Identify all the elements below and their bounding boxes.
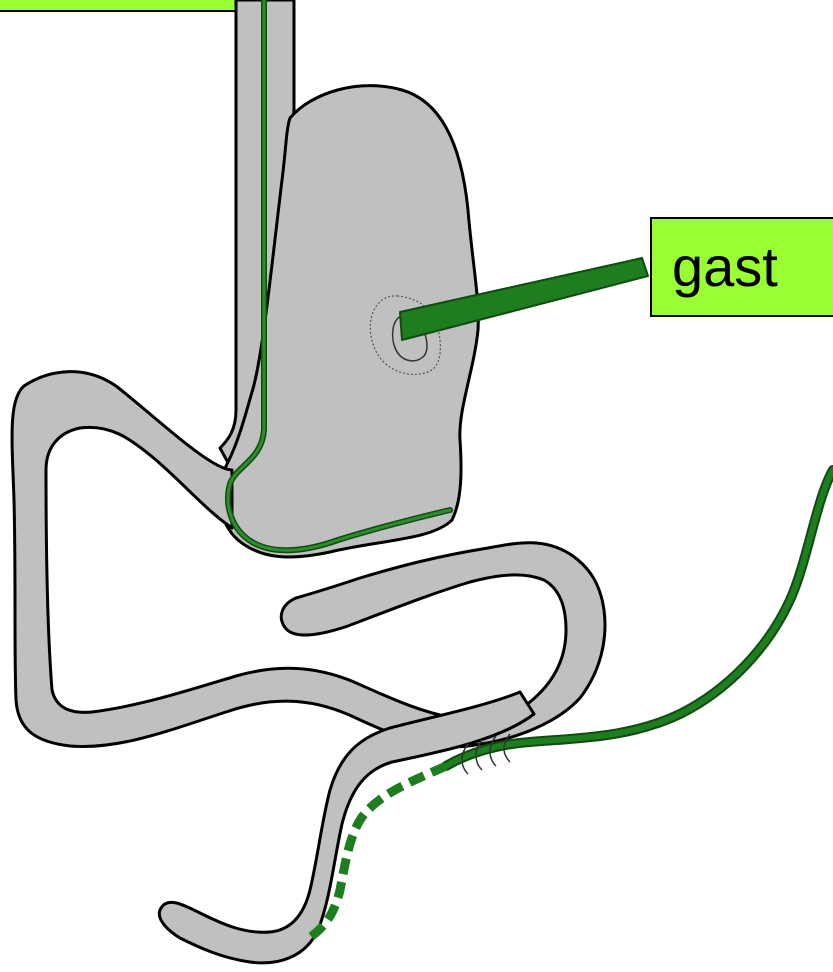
gastrostomy-label-text: gast bbox=[672, 235, 778, 298]
jejunum bbox=[159, 692, 534, 963]
gastrostomy-label-box: gast bbox=[650, 217, 833, 317]
